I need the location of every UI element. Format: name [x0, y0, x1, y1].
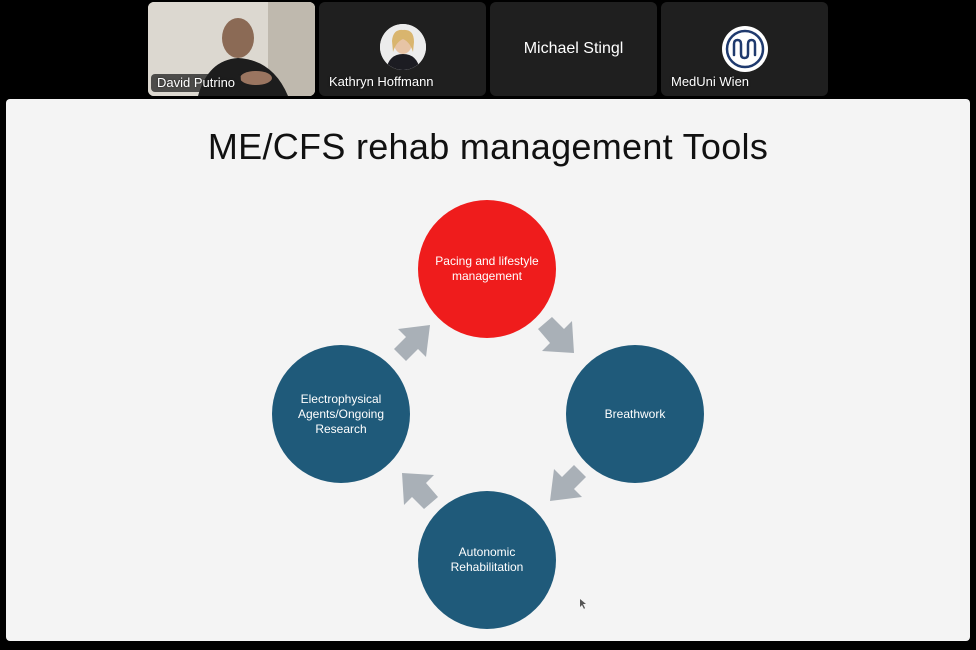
participant-tile-michael-stingl[interactable]: Michael Stingl — [490, 2, 657, 96]
meduni-wien-logo-icon — [722, 26, 768, 72]
participant-name: Kathryn Hoffmann — [329, 74, 434, 89]
node-label: Electrophysical Agents/Ongoing Research — [297, 391, 385, 436]
cycle-arrow-1-icon — [538, 317, 574, 353]
cycle-node-electrophysical: Electrophysical Agents/Ongoing Research — [272, 345, 410, 483]
node-label: Breathwork — [604, 406, 666, 421]
participant-tile-david-putrino[interactable]: David Putrino — [148, 2, 315, 96]
shared-screen-slide: ME/CFS rehab management Tools Pacing and… — [6, 99, 970, 641]
mouse-cursor-icon — [580, 599, 586, 609]
slide-title: ME/CFS rehab management Tools — [207, 126, 769, 167]
participant-name: David Putrino — [151, 74, 242, 92]
node-label: Pacing and lifestyle management — [435, 254, 539, 283]
cycle-arrow-4-icon — [394, 325, 430, 361]
cycle-arrow-2-icon — [550, 465, 586, 501]
participant-name: Michael Stingl — [523, 40, 624, 57]
cycle-arrow-3-icon — [402, 473, 438, 509]
avatar — [380, 24, 426, 70]
participant-name: MedUni Wien — [671, 74, 750, 89]
cycle-node-autonomic: Autonomic Rehabilitation — [418, 491, 556, 629]
participant-tile-meduni-wien[interactable]: MedUni Wien — [661, 2, 828, 96]
node-label: Autonomic Rehabilitation — [450, 545, 524, 574]
cycle-node-breathwork: Breathwork — [566, 345, 704, 483]
participant-tile-kathryn-hoffmann[interactable]: Kathryn Hoffmann — [319, 2, 486, 96]
cycle-node-pacing: Pacing and lifestyle management — [418, 200, 556, 338]
